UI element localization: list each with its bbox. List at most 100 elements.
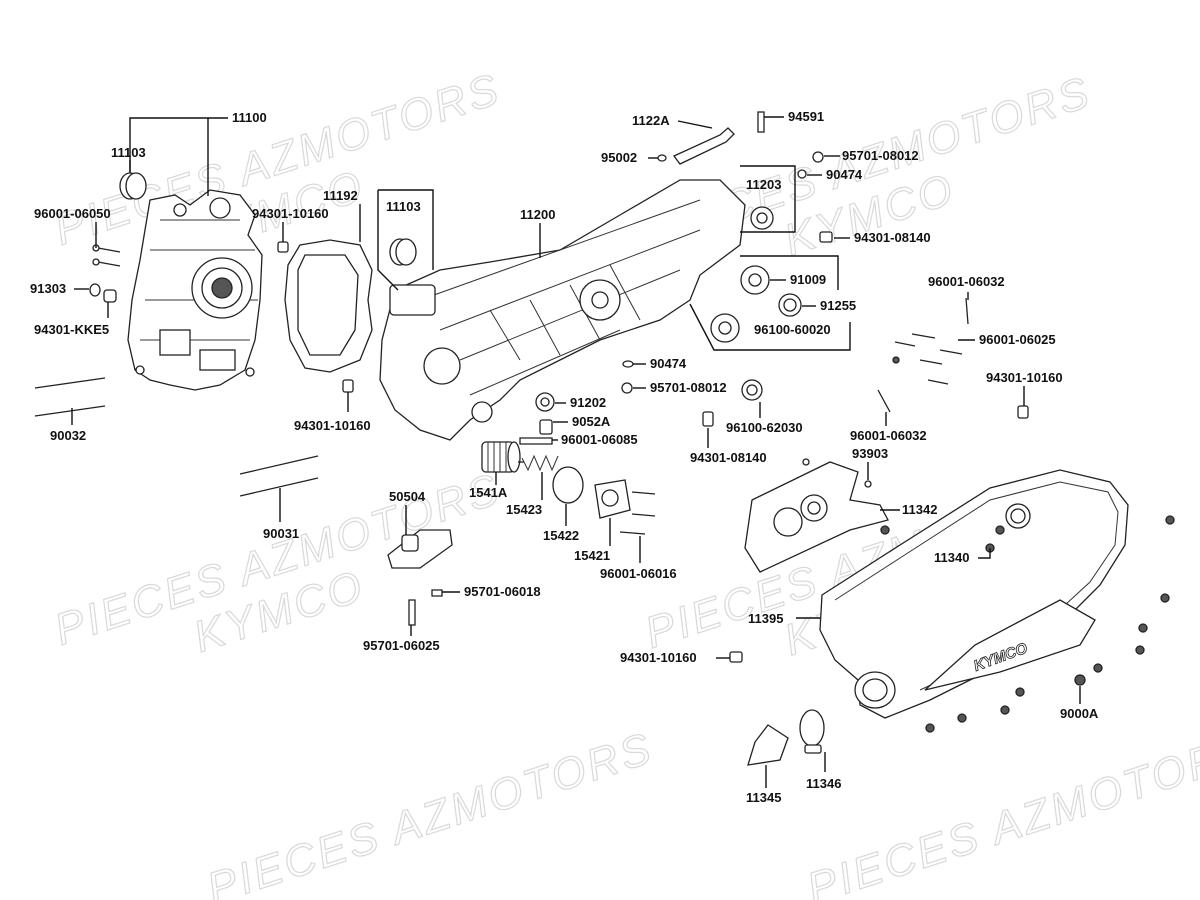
part-label-91255: 91255 <box>820 298 856 313</box>
part-label-96001-06032: 96001-06032 <box>928 274 1005 289</box>
cap-15421 <box>594 479 631 519</box>
bolts-96001-06016 <box>619 491 656 535</box>
part-label-90474: 90474 <box>826 167 863 182</box>
part-label-11342: 11342 <box>902 502 937 517</box>
bearing-96100-60020 <box>710 313 740 343</box>
part-label-15423: 15423 <box>506 502 542 517</box>
watermark-text: PIECES AZMOTORS <box>201 723 659 900</box>
dowel-94301-10160-right <box>1017 405 1029 419</box>
seal-91202 <box>535 392 555 412</box>
spring-15423 <box>518 454 559 472</box>
part-label-50504: 50504 <box>389 489 426 504</box>
part-label-94301-10160: 94301-10160 <box>252 206 329 221</box>
clip-95002 <box>657 154 667 162</box>
gasket-11192 <box>284 239 373 373</box>
inner-cover-11342 <box>744 461 889 573</box>
bolt-96001-06032-top <box>965 297 969 325</box>
part-label-94301-10160: 94301-10160 <box>620 650 697 665</box>
o-ring-15422 <box>552 466 584 504</box>
part-label-94301-kke5: 94301-KKE5 <box>34 322 109 337</box>
part-label-95002: 95002 <box>601 150 637 165</box>
bolt-95701-06018 <box>431 589 443 597</box>
part-label-96001-06085: 96001-06085 <box>561 432 638 447</box>
dowel-94301-10160-top <box>277 241 289 253</box>
part-label-11103: 11103 <box>386 199 421 214</box>
bearing-11203 <box>750 206 774 230</box>
part-label-11100: 11100 <box>232 110 267 125</box>
bolts-96001-06025-cluster <box>894 333 963 385</box>
seal-96100-62030 <box>741 379 763 401</box>
studs-90032 <box>34 377 106 417</box>
bolt-95701-08012-top <box>812 151 824 163</box>
cover-bolts-9000a <box>880 356 1175 733</box>
part-label-96001-06032: 96001-06032 <box>850 428 927 443</box>
intake-duct-11345 <box>747 724 789 766</box>
part-label-94591: 94591 <box>788 109 824 124</box>
part-label-11345: 11345 <box>746 790 781 805</box>
clamp-11346 <box>799 709 825 754</box>
leader-lines <box>71 116 1081 788</box>
part-label-95701-08012: 95701-08012 <box>650 380 727 395</box>
breather-pipe-1122a <box>672 127 735 165</box>
part-label-1541a: 1541A <box>469 485 508 500</box>
part-label-94301-10160: 94301-10160 <box>986 370 1063 385</box>
part-label-94301-10160: 94301-10160 <box>294 418 371 433</box>
part-label-91009: 91009 <box>790 272 826 287</box>
oil-strainer-1541a <box>481 441 521 473</box>
bushing-11103-right <box>389 238 417 266</box>
dowel-94301-10160-lower <box>729 651 743 663</box>
part-label-95701-08012: 95701-08012 <box>842 148 919 163</box>
part-label-9052a: 9052A <box>572 414 611 429</box>
dowel-94301-kke5 <box>103 289 117 303</box>
part-label-95701-06025: 95701-06025 <box>363 638 440 653</box>
part-label-96001-06050: 96001-06050 <box>34 206 111 221</box>
dowel-94301-08140-top <box>819 231 833 243</box>
washer-90474-top <box>797 169 807 179</box>
part-label-11346: 11346 <box>806 776 841 791</box>
part-label-96100-62030: 96100-62030 <box>726 420 803 435</box>
part-label-1122a: 1122A <box>632 113 670 128</box>
bracket-50504 <box>387 529 453 569</box>
bearing-91009 <box>740 265 770 295</box>
part-label-15422: 15422 <box>543 528 579 543</box>
part-label-91303: 91303 <box>30 281 66 296</box>
left-crankcase-drawing <box>127 189 263 391</box>
part-label-94301-08140: 94301-08140 <box>690 450 767 465</box>
plug-9052a <box>539 419 553 435</box>
bolt-95701-06025 <box>408 599 416 626</box>
watermark-text: PIECES AZMOTORS <box>801 723 1200 900</box>
right-crankcase-drawing <box>379 179 746 441</box>
bushing-11103-left <box>119 172 147 200</box>
part-label-96100-60020: 96100-60020 <box>754 322 831 337</box>
outer-crankcase-cover: KYMCO <box>819 469 1129 719</box>
part-label-11203: 11203 <box>746 177 781 192</box>
part-label-96001-06016: 96001-06016 <box>600 566 677 581</box>
seal-91255 <box>778 293 802 317</box>
screws-93903 <box>802 458 872 488</box>
part-label-90032: 90032 <box>50 428 86 443</box>
studs-90031 <box>239 455 319 497</box>
part-label-11192: 11192 <box>323 188 358 203</box>
o-ring-91303 <box>89 283 101 297</box>
part-label-93903: 93903 <box>852 446 888 461</box>
bolt-96001-06032-mid <box>877 389 891 413</box>
part-label-11103: 11103 <box>111 145 146 160</box>
part-label-90474: 90474 <box>650 356 687 371</box>
part-label-11200: 11200 <box>520 207 555 222</box>
part-label-95701-06018: 95701-06018 <box>464 584 541 599</box>
part-label-11340: 11340 <box>934 550 969 565</box>
washer-90474-mid <box>622 360 634 368</box>
dowel-94301-08140-mid <box>702 411 714 427</box>
part-label-96001-06025: 96001-06025 <box>979 332 1056 347</box>
dowel-94301-10160-bottom <box>342 379 354 393</box>
part-label-11395: 11395 <box>748 611 783 626</box>
part-label-9000a: 9000A <box>1060 706 1099 721</box>
part-label-90031: 90031 <box>263 526 299 541</box>
pin-94591 <box>757 111 765 133</box>
part-label-15421: 15421 <box>574 548 610 563</box>
part-labels: 11100 11103 96001-06050 91303 94301-KKE5… <box>30 109 1099 805</box>
bolt-96001-06085 <box>519 437 553 445</box>
part-label-94301-08140: 94301-08140 <box>854 230 931 245</box>
bolts-96001-06050 <box>92 244 121 267</box>
